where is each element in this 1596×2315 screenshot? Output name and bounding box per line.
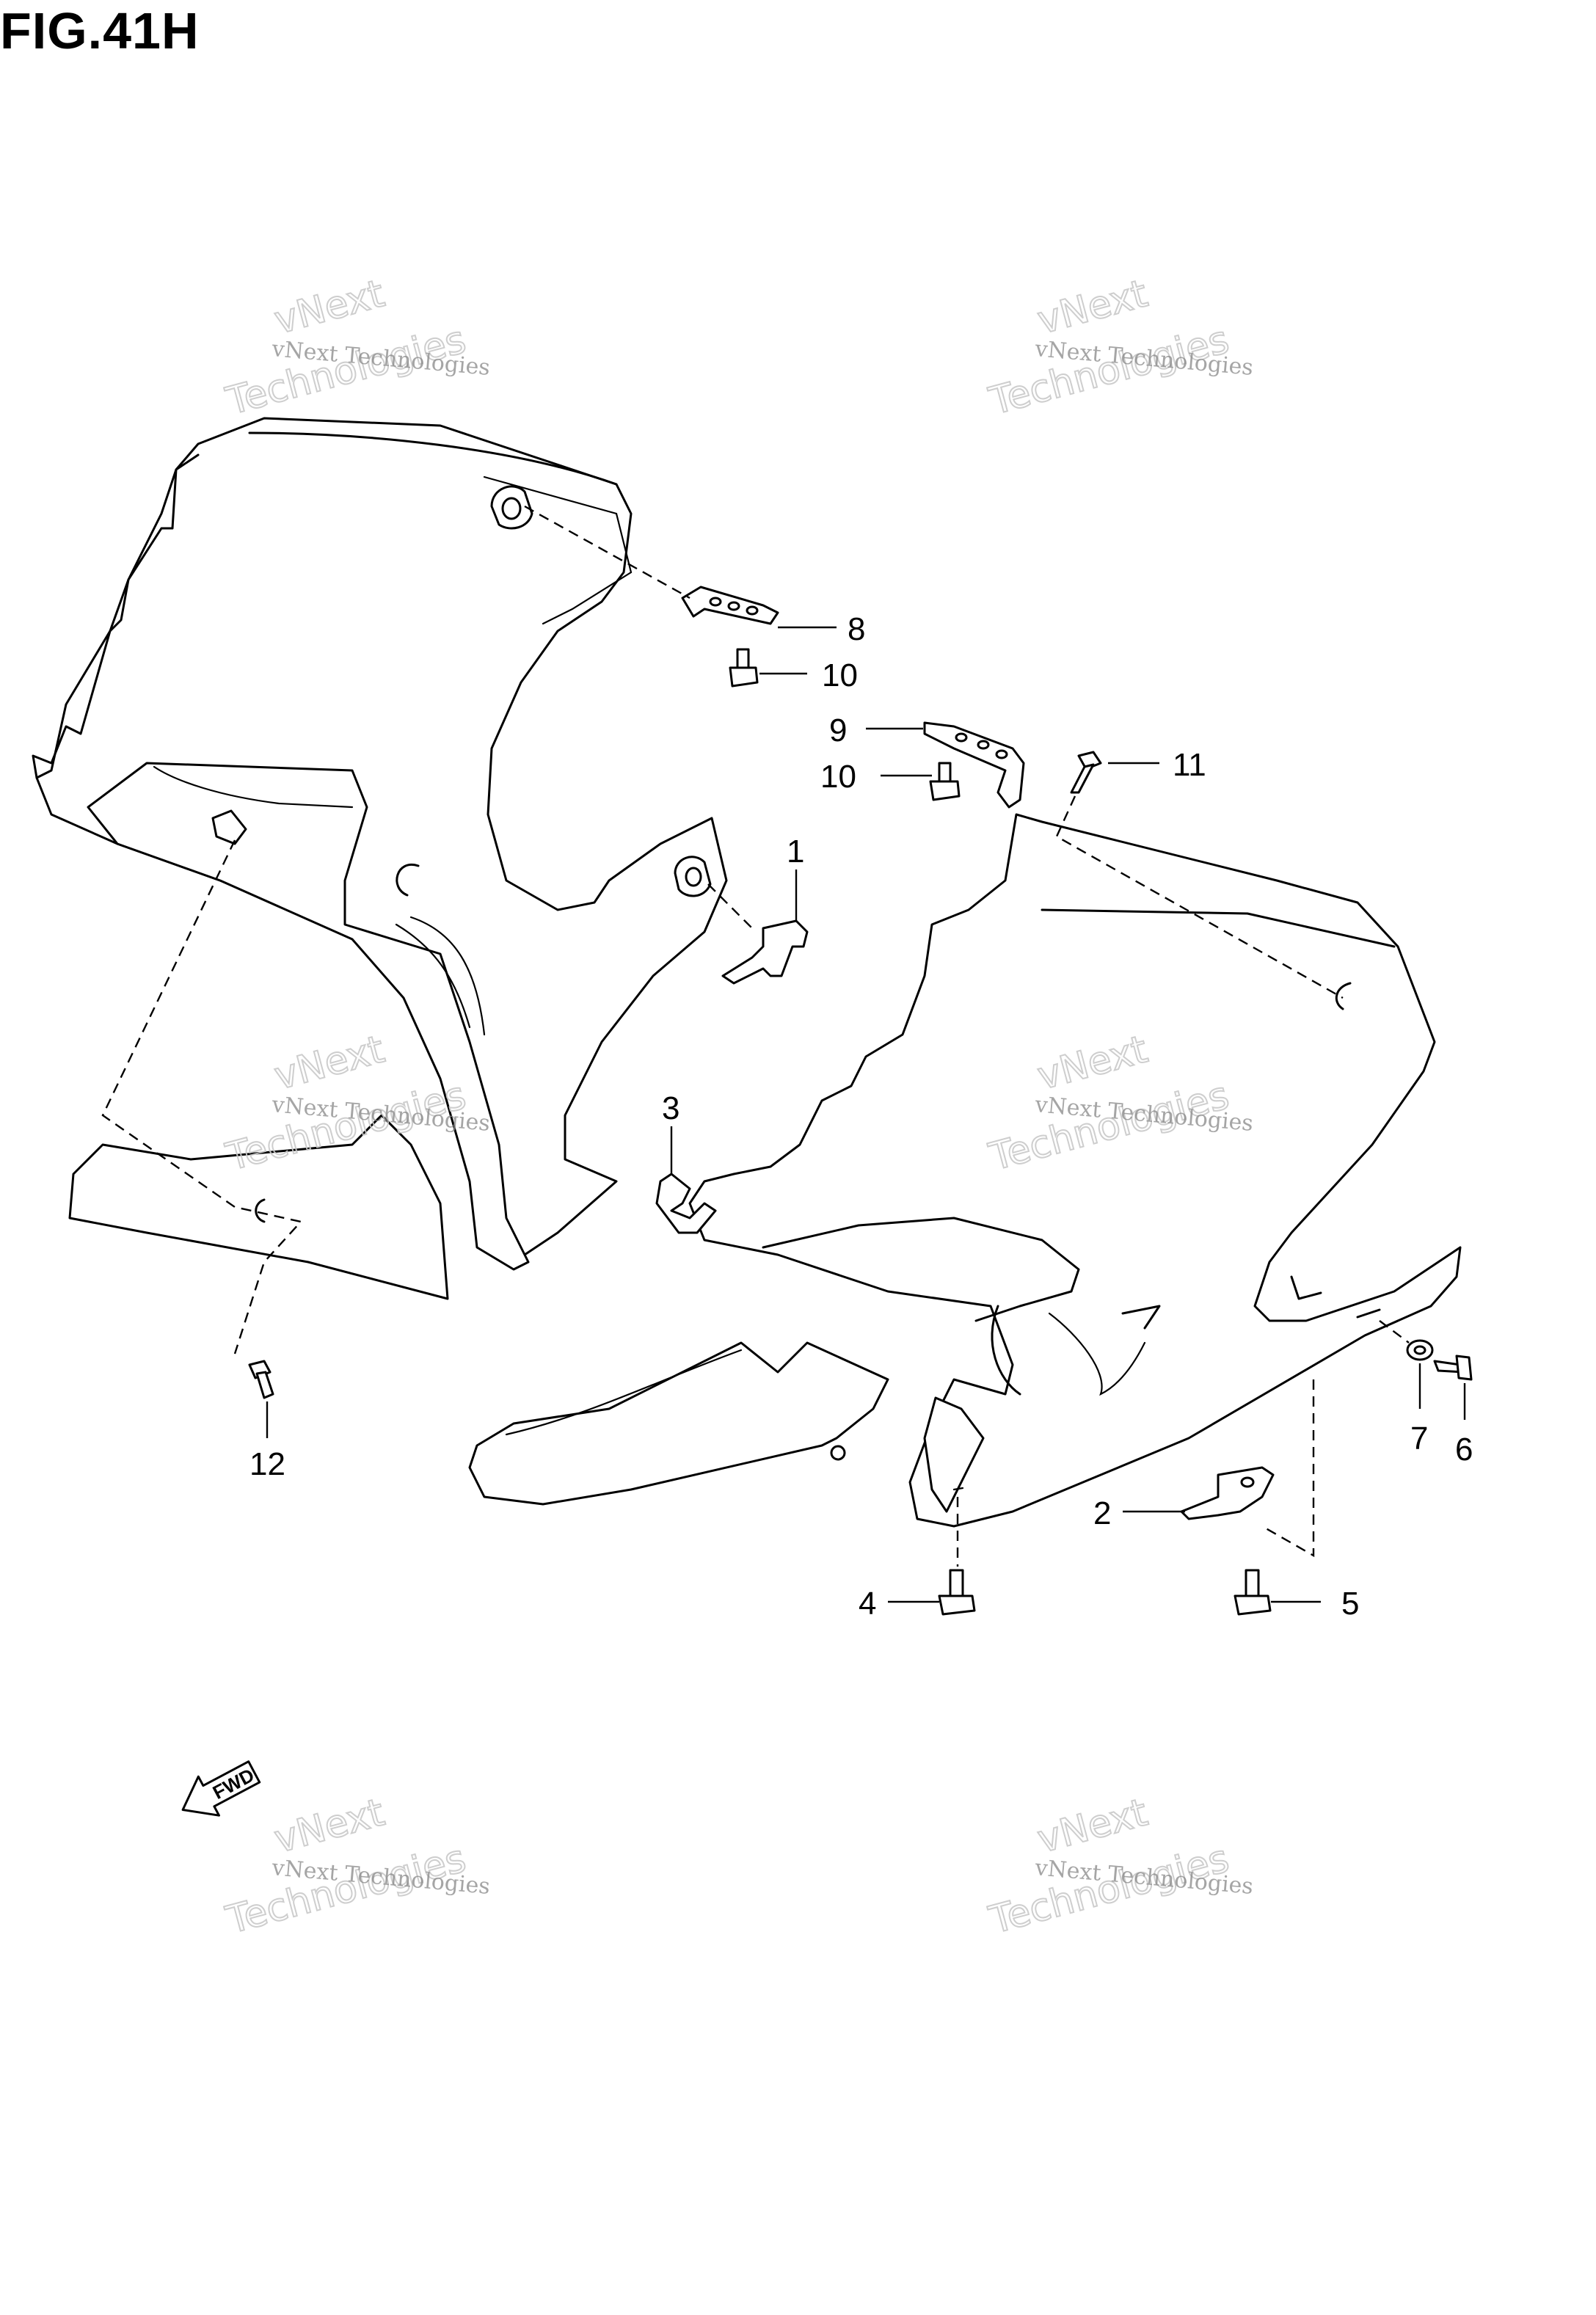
- right-cowl-flap: [1121, 1305, 1161, 1330]
- callout-6: 6: [1455, 1432, 1473, 1468]
- watermark-top-left: vNext Technologies vNext Technologies: [221, 271, 491, 425]
- bolt-10-upper: [729, 648, 759, 688]
- left-cowl-lower-section: [87, 762, 530, 1271]
- right-cowl-curve: [991, 1305, 1021, 1396]
- bolt-4: [938, 1569, 976, 1616]
- under-cowl-tab: [830, 1445, 846, 1461]
- svg-text:vNext: vNext: [270, 1790, 389, 1862]
- grommet-mid-left: [674, 856, 712, 897]
- left-cowl-inner-lip: [248, 431, 618, 486]
- figure-title: FIG.41H: [0, 2, 200, 59]
- callout-5: 5: [1341, 1586, 1359, 1622]
- svg-text:vNext: vNext: [1033, 1790, 1152, 1862]
- right-cowl-lower-edge: [762, 1217, 1080, 1322]
- bracket-1: [721, 919, 809, 985]
- callout-7: 7: [1410, 1421, 1428, 1457]
- callout-3: 3: [662, 1090, 679, 1126]
- assembly-line-12: [101, 839, 303, 1355]
- callout-12: 12: [249, 1446, 285, 1482]
- left-cowl-clip-hook: [396, 863, 420, 897]
- right-cowl-slot: [1356, 1308, 1381, 1319]
- bracket-9: [923, 721, 1025, 809]
- fwd-arrow-icon: FWD: [181, 1760, 261, 1817]
- clip-mark-left: [255, 1198, 266, 1223]
- left-cowl-lower-line: [153, 765, 354, 809]
- bolt-5: [1234, 1569, 1272, 1616]
- callout-4: 4: [859, 1586, 876, 1622]
- screw-12: [248, 1360, 274, 1399]
- callout-9: 9: [829, 712, 847, 748]
- left-lower-cowl-panel: [68, 1114, 449, 1300]
- svg-text:vNext: vNext: [1033, 271, 1152, 343]
- callout-2: 2: [1093, 1495, 1111, 1531]
- grommet-left-lower: [211, 809, 247, 845]
- screw-11: [1070, 751, 1102, 794]
- grommet-upper-left: [490, 485, 533, 530]
- watermark-bottom-right: vNext Technologies vNext Technologies: [984, 1790, 1254, 1944]
- callout-8: 8: [848, 611, 865, 647]
- callout-10-upper: 10: [822, 657, 858, 693]
- svg-text:vNext: vNext: [270, 1027, 389, 1098]
- callout-1: 1: [787, 834, 804, 870]
- hole-mark-under: [952, 1487, 964, 1491]
- assembly-line-8: [524, 505, 690, 599]
- left-cowl-edge-detail: [32, 453, 200, 779]
- bracket-3: [655, 1173, 717, 1234]
- under-cowl-left-rib: [505, 1349, 743, 1436]
- grommet-upper-left-hole: [501, 497, 522, 520]
- callout-10-right: 10: [820, 759, 856, 795]
- watermark-bottom-left: vNext Technologies vNext Technologies: [221, 1790, 491, 1944]
- bracket-2: [1180, 1466, 1275, 1520]
- under-cowl-left: [468, 1341, 889, 1506]
- bolt-10-right: [929, 762, 961, 801]
- bracket-8: [681, 586, 779, 625]
- right-cowl-lip: [1048, 1312, 1146, 1396]
- assembly-line-5: [1261, 1379, 1315, 1558]
- assembly-line-11: [1055, 795, 1344, 999]
- right-cowl-inner-edge: [1041, 908, 1396, 948]
- left-cowl-inner-lip-2: [483, 475, 633, 625]
- screw-6: [1433, 1355, 1473, 1381]
- left-inner-cowl-panel: [35, 417, 728, 1264]
- left-cowl-wire-2: [409, 916, 486, 1036]
- clip-mark-right: [1335, 982, 1352, 1010]
- nut-7: [1406, 1339, 1434, 1361]
- assembly-line-1: [707, 883, 757, 933]
- right-side-cowl: [688, 813, 1462, 1528]
- right-cowl-mark: [1290, 1275, 1322, 1300]
- svg-text:vNext: vNext: [270, 271, 389, 343]
- grommet-mid-left-hole: [685, 867, 702, 887]
- callout-11: 11: [1173, 747, 1206, 783]
- assembly-line-7: [1379, 1320, 1410, 1344]
- left-cowl-wire-1: [395, 923, 471, 1029]
- watermark-top-right: vNext Technologies vNext Technologies: [984, 271, 1254, 425]
